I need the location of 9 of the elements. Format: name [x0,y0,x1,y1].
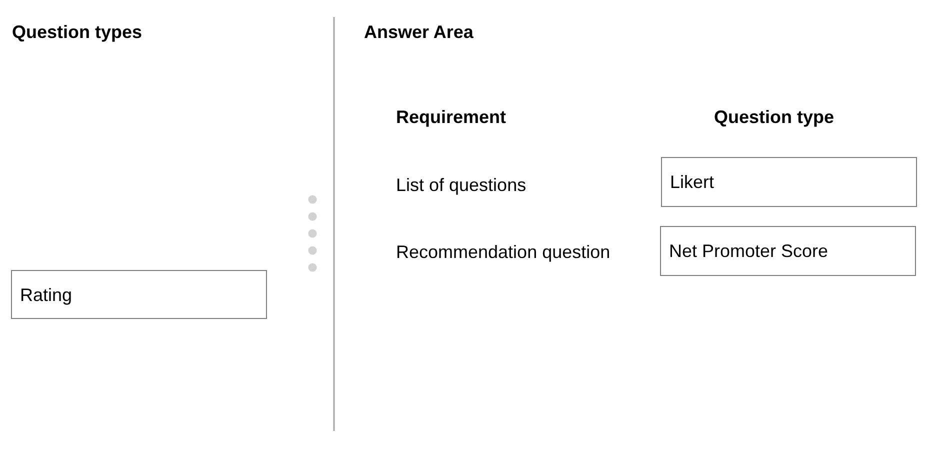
panel-heading: Answer Area [364,21,474,43]
row-label: Recommendation question [396,241,610,263]
answer-tile: Likert [661,157,917,207]
column-heading: Question type [714,106,834,128]
answer-tile: Net Promoter Score [660,226,916,276]
column-heading: Requirement [396,106,506,128]
panel-heading: Question types [12,21,142,43]
answer-tile: Rating [11,270,267,319]
row-label: List of questions [396,174,526,196]
